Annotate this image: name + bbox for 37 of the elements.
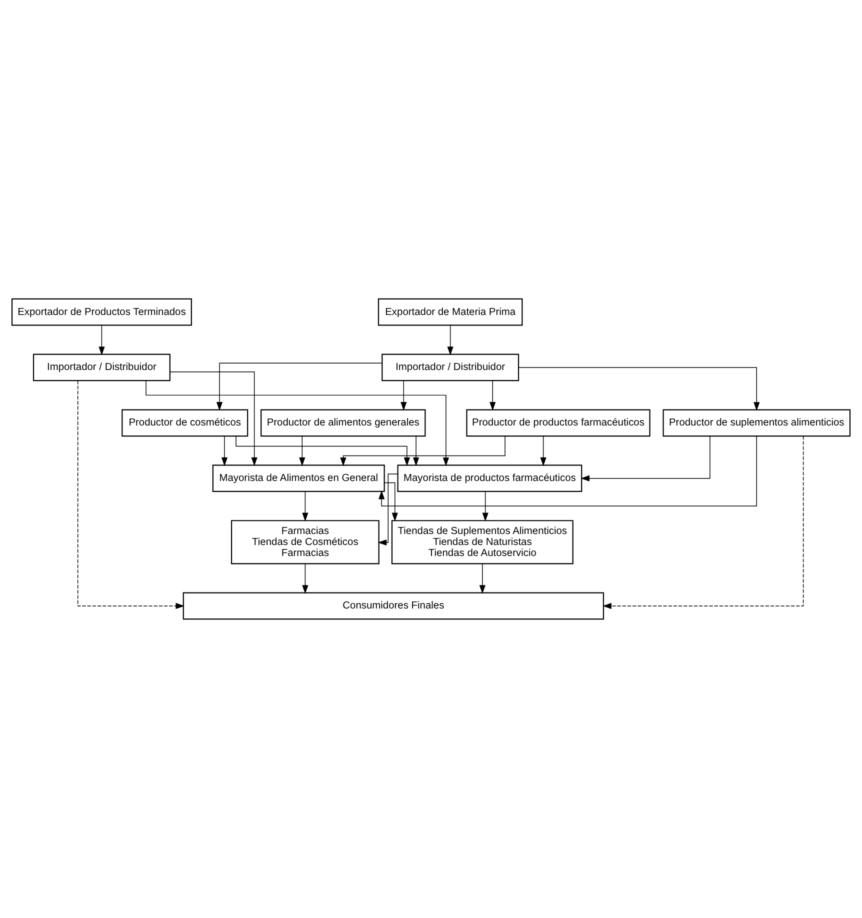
node-box: Productor de alimentos generales — [260, 409, 426, 437]
arrow — [216, 362, 382, 411]
arrow — [384, 482, 398, 522]
arrow — [146, 380, 450, 466]
arrow — [302, 563, 308, 594]
node-box: Exportador de Productos Terminados — [11, 298, 192, 326]
arrow — [378, 474, 398, 546]
node-box: Importador / Distribuidor — [382, 354, 520, 382]
arrow — [77, 380, 184, 610]
arrow — [479, 563, 486, 594]
node-box: Productor de suplementos alimenticios — [662, 409, 851, 437]
node-box: Exportador de Materia Prima — [378, 298, 523, 326]
node-box: Consumidores Finales — [182, 592, 604, 620]
arrow — [221, 436, 228, 466]
node-box: Farmacias Tiendas de Cosméticos Farmacias — [230, 520, 380, 564]
arrow — [340, 436, 506, 466]
arrow — [236, 436, 410, 466]
arrow — [98, 324, 105, 356]
node-box: Productor de productos farmacéuticos — [466, 409, 650, 437]
arrow — [400, 380, 407, 411]
node-box: Mayorista de Alimentos en General — [212, 464, 385, 492]
arrow — [490, 380, 496, 411]
node-box: Tiendas de Suplementos Alimenticios Tiendas de Naturistas Tiendas de Autoservicio — [391, 520, 574, 564]
arrow — [540, 436, 546, 466]
arrow — [447, 324, 454, 356]
node-box: Productor de cosméticos — [122, 409, 248, 437]
arrow — [299, 436, 306, 466]
arrow — [580, 436, 710, 482]
arrow — [602, 436, 804, 610]
arrow — [170, 371, 258, 466]
arrow — [412, 436, 420, 466]
arrow — [378, 436, 757, 506]
arrow — [302, 491, 308, 522]
arrow — [482, 491, 488, 522]
node-box: Mayorista de productos farmacéuticos — [397, 464, 582, 492]
node-box: Importador / Distribuidor — [32, 354, 170, 382]
arrow — [518, 367, 760, 411]
